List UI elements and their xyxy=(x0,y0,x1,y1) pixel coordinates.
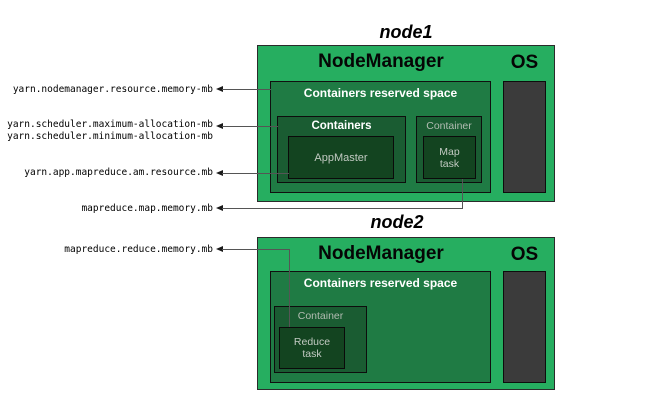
arrow-line-nodemanager-resource xyxy=(222,89,271,90)
arrow-line-map-memory xyxy=(222,208,463,209)
node1-appmaster-box: AppMaster xyxy=(288,136,394,179)
arrow-line-reduce-memory xyxy=(222,249,290,250)
node1-os-label: OS xyxy=(510,52,539,73)
node1-container-label: Container xyxy=(426,120,472,132)
arrowhead-icon xyxy=(216,123,223,129)
node1-os-memory-block xyxy=(503,81,546,193)
label-mapreduce-reduce-memory-mb: mapreduce.reduce.memory.mb xyxy=(64,244,213,255)
node2-os-label: OS xyxy=(510,244,539,265)
arrowhead-icon xyxy=(216,86,223,92)
label-mapreduce-map-memory-mb: mapreduce.map.memory.mb xyxy=(81,203,213,214)
node1-containers-label: Containers xyxy=(311,120,372,132)
node2-reserved-space-label: Containers reserved space xyxy=(303,276,458,290)
arrow-line-am-resource xyxy=(222,173,289,174)
node1-nodemanager-label: NodeManager xyxy=(318,51,444,72)
label-yarn-app-mapreduce-am-resource-mb: yarn.app.mapreduce.am.resource.mb xyxy=(24,167,213,178)
arrowhead-icon xyxy=(216,246,223,252)
node2-container-label: Container xyxy=(297,310,344,322)
arrow-line-reduce-memory-vertical xyxy=(289,249,290,327)
node2-title: node2 xyxy=(370,212,424,232)
node2-nodemanager-label: NodeManager xyxy=(318,243,444,264)
label-yarn-scheduler-maximum-allocation-mb: yarn.scheduler.maximum-allocation-mb xyxy=(7,119,213,130)
node1-title: node1 xyxy=(379,22,433,42)
arrowhead-icon xyxy=(216,205,223,211)
appmaster-label: AppMaster xyxy=(314,151,368,164)
arrow-line-map-memory-vertical xyxy=(462,179,463,209)
arrow-line-scheduler-allocation xyxy=(222,126,278,127)
label-yarn-nodemanager-resource-memory-mb: yarn.nodemanager.resource.memory-mb xyxy=(12,84,213,95)
node1-reserved-space-label: Containers reserved space xyxy=(303,86,458,100)
node2-os-memory-block xyxy=(503,271,546,383)
arrowhead-icon xyxy=(216,170,223,176)
label-yarn-scheduler-minimum-allocation-mb: yarn.scheduler.minimum-allocation-mb xyxy=(7,131,213,142)
